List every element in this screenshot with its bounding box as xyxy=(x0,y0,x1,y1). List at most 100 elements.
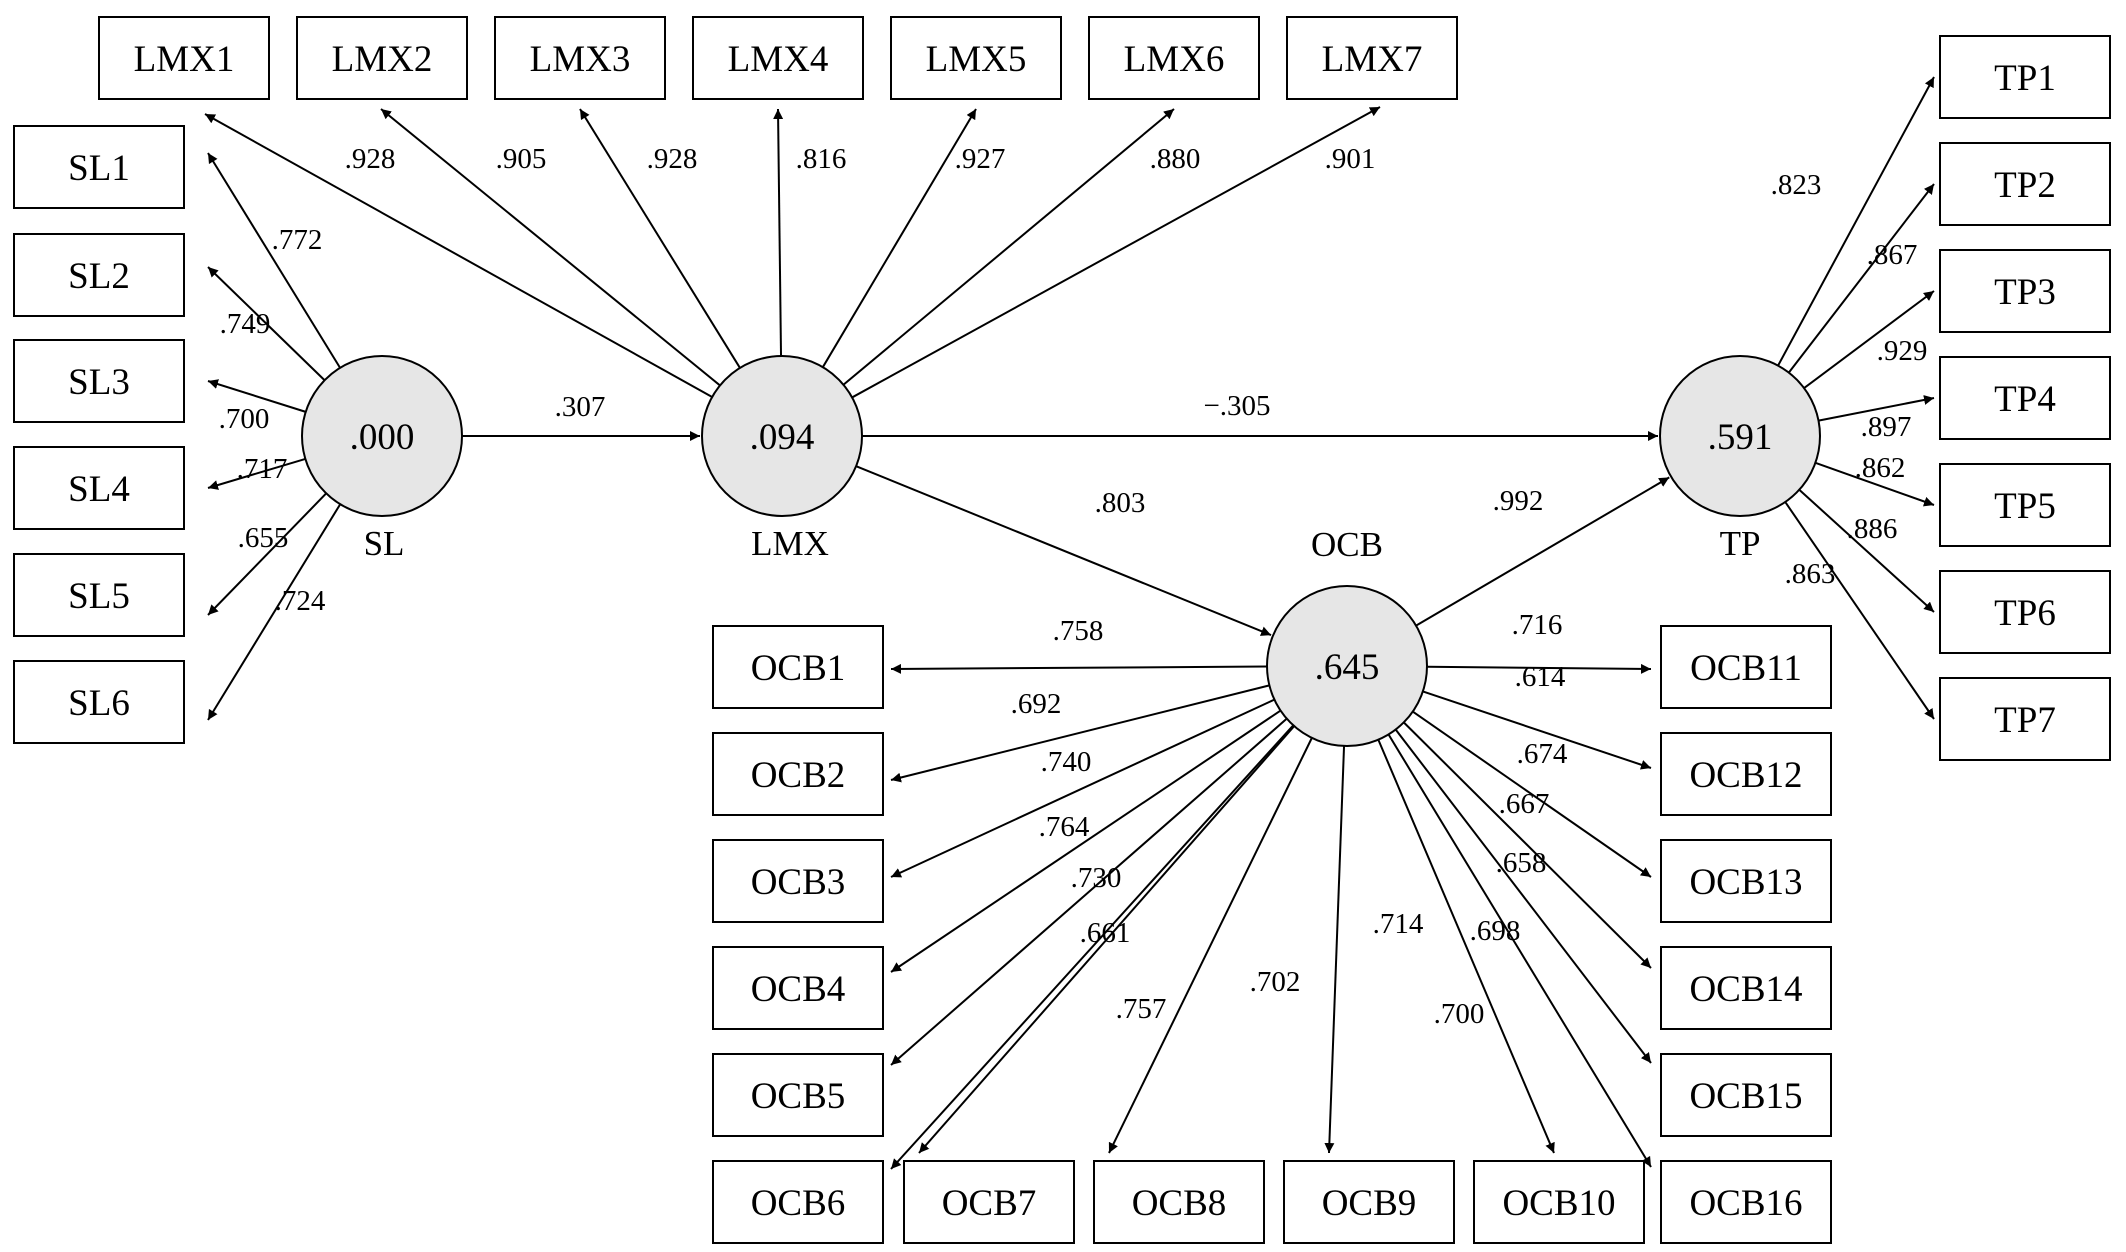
indicator-box-ocb14: OCB14 xyxy=(1660,946,1832,1030)
indicator-rect xyxy=(712,625,884,709)
loading-arrow-tp7 xyxy=(1784,501,1935,720)
edge-labels-layer: .772.749.700.717.655.724.928.905.928.816… xyxy=(219,143,1928,1030)
indicator-rect xyxy=(712,839,884,923)
indicator-box-ocb12: OCB12 xyxy=(1660,732,1832,816)
indicator-rect xyxy=(98,16,270,100)
latent-r2-value: .645 xyxy=(1315,647,1380,688)
indicator-label: LMX1 xyxy=(134,39,235,80)
indicator-label: OCB16 xyxy=(1689,1183,1802,1224)
indicator-box-tp4: TP4 xyxy=(1939,356,2111,440)
indicator-box-ocb16: OCB16 xyxy=(1660,1160,1832,1244)
indicator-label: TP5 xyxy=(1994,486,2056,527)
indicator-box-ocb5: OCB5 xyxy=(712,1053,884,1137)
indicator-rect xyxy=(1283,1160,1455,1244)
loading-arrow-ocb13 xyxy=(1412,710,1652,878)
indicator-rect xyxy=(1660,839,1832,923)
indicator-label: TP2 xyxy=(1994,165,2056,206)
loading-label-lmx1: .928 xyxy=(345,143,396,175)
indicator-label: OCB11 xyxy=(1690,648,1802,689)
loading-label-ocb11: .716 xyxy=(1512,609,1563,641)
indicator-box-ocb8: OCB8 xyxy=(1093,1160,1265,1244)
indicator-box-ocb10: OCB10 xyxy=(1473,1160,1645,1244)
loading-label-tp5: .862 xyxy=(1855,452,1906,484)
indicator-rect xyxy=(1660,625,1832,709)
indicator-box-tp7: TP7 xyxy=(1939,677,2111,761)
loading-label-ocb10: .700 xyxy=(1434,998,1485,1030)
indicator-label: OCB15 xyxy=(1689,1076,1802,1117)
indicator-label: OCB5 xyxy=(751,1076,846,1117)
indicator-box-lmx3: LMX3 xyxy=(494,16,666,100)
loading-arrow-lmx4 xyxy=(773,108,784,357)
indicator-label: TP7 xyxy=(1994,700,2056,741)
indicator-box-sl5: SL5 xyxy=(13,553,185,637)
loading-arrow-ocb1 xyxy=(890,663,1268,674)
loading-label-ocb9: .714 xyxy=(1373,908,1424,940)
latent-circle xyxy=(301,355,463,517)
indicator-rect xyxy=(1660,946,1832,1030)
indicator-box-ocb1: OCB1 xyxy=(712,625,884,709)
indicator-box-ocb2: OCB2 xyxy=(712,732,884,816)
latent-name: LMX xyxy=(751,524,829,563)
loading-arrow-sl1 xyxy=(207,152,341,369)
indicator-label: SL6 xyxy=(68,683,130,724)
indicator-box-ocb6: OCB6 xyxy=(712,1160,884,1244)
indicator-label: TP3 xyxy=(1994,272,2056,313)
indicator-box-sl1: SL1 xyxy=(13,125,185,209)
loading-arrow-sl3 xyxy=(207,379,307,413)
loading-label-tp4: .897 xyxy=(1861,411,1912,443)
indicator-label: SL4 xyxy=(68,469,130,510)
indicator-rect xyxy=(1939,142,2111,226)
indicator-rect xyxy=(13,446,185,530)
indicator-rect xyxy=(1939,356,2111,440)
loading-arrow-ocb16 xyxy=(1387,733,1652,1168)
indicator-box-ocb13: OCB13 xyxy=(1660,839,1832,923)
indicator-rect xyxy=(296,16,468,100)
indicator-rect xyxy=(1939,570,2111,654)
indicator-rect xyxy=(13,339,185,423)
indicator-box-sl4: SL4 xyxy=(13,446,185,530)
indicator-label: OCB3 xyxy=(751,862,846,903)
latent-name: SL xyxy=(364,524,405,563)
loading-arrow-ocb3 xyxy=(890,698,1275,878)
indicator-label: OCB9 xyxy=(1322,1183,1417,1224)
indicator-rect xyxy=(890,16,1062,100)
loading-label-lmx3: .928 xyxy=(647,143,698,175)
indicator-label: OCB10 xyxy=(1502,1183,1615,1224)
loading-label-sl6: .724 xyxy=(275,585,326,617)
loading-label-sl5: .655 xyxy=(238,522,289,554)
loading-label-lmx5: .927 xyxy=(955,143,1006,175)
indicator-label: OCB12 xyxy=(1689,755,1802,796)
indicator-box-lmx4: LMX4 xyxy=(692,16,864,100)
loading-label-ocb1: .758 xyxy=(1053,615,1104,647)
loading-label-ocb13: .674 xyxy=(1517,738,1568,770)
loading-arrow-tp1 xyxy=(1777,76,1935,367)
loading-arrow-ocb12 xyxy=(1422,690,1652,770)
indicator-label: LMX4 xyxy=(728,39,829,80)
loading-arrow-sl5 xyxy=(207,492,327,616)
indicator-rect xyxy=(13,660,185,744)
loading-arrow-sl4 xyxy=(207,457,306,490)
indicator-box-ocb15: OCB15 xyxy=(1660,1053,1832,1137)
indicator-rect xyxy=(1939,249,2111,333)
loading-arrow-ocb8 xyxy=(1108,737,1313,1154)
loading-arrow-tp4 xyxy=(1818,395,1935,422)
indicator-box-lmx6: LMX6 xyxy=(1088,16,1260,100)
indicator-label: SL3 xyxy=(68,362,130,403)
loading-arrow-ocb9 xyxy=(1324,745,1346,1154)
indicator-rect xyxy=(1660,1053,1832,1137)
loading-arrow-ocb5 xyxy=(890,717,1288,1066)
indicator-box-lmx7: LMX7 xyxy=(1286,16,1458,100)
indicator-rect xyxy=(494,16,666,100)
indicator-label: OCB6 xyxy=(751,1183,846,1224)
loading-arrow-ocb7 xyxy=(918,725,1295,1154)
loading-label-tp2: .867 xyxy=(1867,239,1918,271)
indicator-rect xyxy=(712,946,884,1030)
indicator-rect xyxy=(712,1160,884,1244)
indicator-label: SL2 xyxy=(68,256,130,297)
indicator-box-lmx5: LMX5 xyxy=(890,16,1062,100)
indicator-label: SL1 xyxy=(68,148,130,189)
